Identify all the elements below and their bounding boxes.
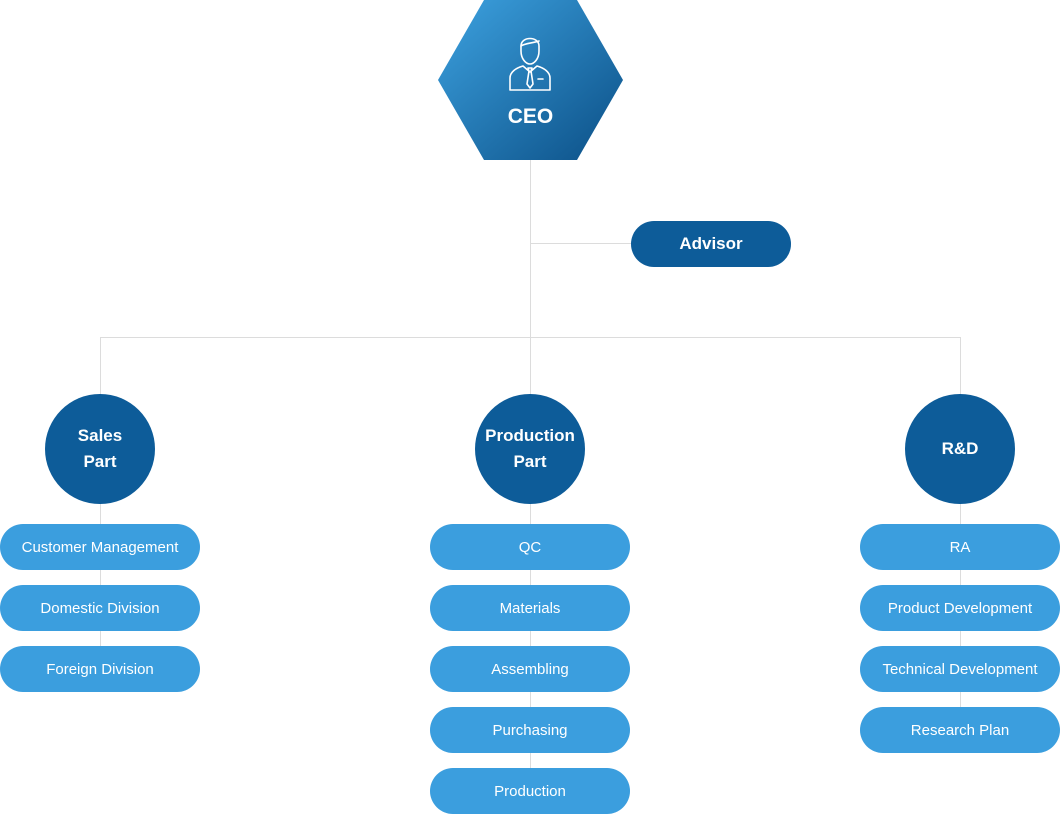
department-rnd: R&D bbox=[905, 394, 1015, 504]
unit-research-plan: Research Plan bbox=[860, 707, 1060, 753]
ceo-trunk-line bbox=[530, 158, 531, 338]
unit-production: Production bbox=[430, 768, 630, 814]
department-production: Production Part bbox=[475, 394, 585, 504]
unit-materials: Materials bbox=[430, 585, 630, 631]
advisor-connector-line bbox=[530, 243, 632, 244]
advisor-node: Advisor bbox=[631, 221, 791, 267]
department-sales-label-line: Part bbox=[83, 452, 117, 471]
businessman-icon bbox=[509, 37, 551, 91]
unit-purchasing: Purchasing bbox=[430, 707, 630, 753]
unit-foreign-division: Foreign Division bbox=[0, 646, 200, 692]
unit-customer-management: Customer Management bbox=[0, 524, 200, 570]
unit-technical-development: Technical Development bbox=[860, 646, 1060, 692]
department-sales-label-line: Sales bbox=[77, 426, 123, 445]
unit-domestic-division: Domestic Division bbox=[0, 585, 200, 631]
sales-drop-line bbox=[100, 337, 101, 677]
ceo-node bbox=[438, 0, 623, 160]
ceo-label: CEO bbox=[507, 105, 554, 128]
department-rnd-label-line: R&D bbox=[941, 439, 979, 458]
department-production-label-line: Production bbox=[485, 426, 575, 445]
ceo-hexagon bbox=[438, 0, 623, 160]
unit-ra: RA bbox=[860, 524, 1060, 570]
unit-assembling: Assembling bbox=[430, 646, 630, 692]
department-sales: Sales Part bbox=[45, 394, 155, 504]
department-production-label-line: Part bbox=[513, 452, 547, 471]
unit-qc: QC bbox=[430, 524, 630, 570]
unit-product-development: Product Development bbox=[860, 585, 1060, 631]
